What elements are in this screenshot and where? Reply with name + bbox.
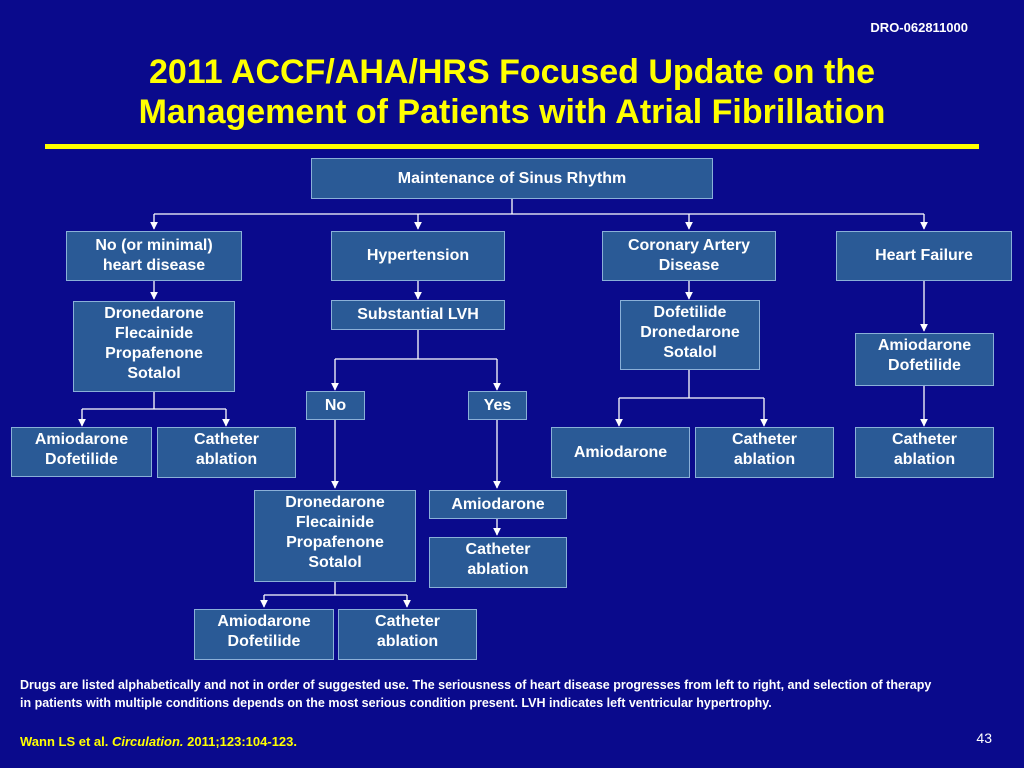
category-heart-failure: Heart Failure <box>836 231 1012 281</box>
drug-name: Dofetilide <box>888 357 961 374</box>
drug-name: Amiodarone <box>877 337 972 354</box>
drug-name: Flecainide <box>114 325 194 342</box>
drug-name: Propafenone <box>286 534 384 551</box>
page-number: 43 <box>976 730 992 746</box>
cad-first-line-drugs: Dofetilide Dronedarone Sotalol <box>620 300 760 370</box>
footnote: Drugs are listed alphabetically and not … <box>20 678 932 710</box>
ablation-line-2: ablation <box>733 451 796 468</box>
category-line-1: No (or minimal) <box>95 237 213 254</box>
drug-name: Dronedarone <box>640 324 740 341</box>
citation-ref: 2011;123:104-123. <box>187 734 297 749</box>
drug-name: Amiodarone <box>573 443 668 461</box>
root-box: Maintenance of Sinus Rhythm <box>311 158 713 199</box>
yes-label: Yes <box>483 396 512 414</box>
ablation-line-2: ablation <box>195 451 258 468</box>
title-underline <box>45 144 979 149</box>
category-no-heart-disease: No (or minimal) heart disease <box>66 231 242 281</box>
drug-name: Sotalol <box>663 344 717 361</box>
title-line-2: Management of Patients with Atrial Fibri… <box>138 93 886 131</box>
no-label: No <box>324 396 347 414</box>
cad-option-drug: Amiodarone <box>551 427 690 478</box>
drug-name: Amiodarone <box>451 495 545 513</box>
nhd-first-line-drugs: Dronedarone Flecainide Propafenone Sotal… <box>73 301 235 392</box>
ablation-line-1: Catheter <box>732 431 797 448</box>
htn-substantial-lvh: Substantial LVH <box>331 300 505 330</box>
drug-name: Sotalol <box>127 365 181 382</box>
nhd-option-drugs: Amiodarone Dofetilide <box>11 427 152 477</box>
drug-name: Dofetilide <box>227 633 301 650</box>
title-line-1: 2011 ACCF/AHA/HRS Focused Update on the <box>148 53 876 91</box>
htn-lvh-no: No <box>306 391 365 420</box>
ablation-line-1: Catheter <box>194 431 259 448</box>
ablation-line-1: Catheter <box>465 541 531 558</box>
citation-journal: Circulation. <box>111 734 184 749</box>
hf-ablation: Catheter ablation <box>855 427 994 478</box>
citation-authors: Wann LS et al. <box>20 734 109 749</box>
drug-name: Dronedarone <box>104 305 204 322</box>
ablation-line-2: ablation <box>893 451 956 468</box>
drug-name: Dofetilide <box>653 304 727 321</box>
drug-name: Amiodarone <box>217 613 311 630</box>
category-label: Heart Failure <box>875 247 973 264</box>
cad-option-ablation: Catheter ablation <box>695 427 834 478</box>
ablation-line-2: ablation <box>376 633 439 650</box>
drug-name: Dofetilide <box>45 451 118 468</box>
ablation-line-1: Catheter <box>375 613 440 630</box>
htn-no-option-drugs: Amiodarone Dofetilide <box>194 609 334 660</box>
category-line-2: heart disease <box>102 257 206 274</box>
slide-title: 2011 ACCF/AHA/HRS Focused Update on the … <box>40 52 984 132</box>
htn-yes-ablation: Catheter ablation <box>429 537 567 588</box>
htn-no-option-ablation: Catheter ablation <box>338 609 477 660</box>
nhd-option-ablation: Catheter ablation <box>157 427 296 478</box>
root-label: Maintenance of Sinus Rhythm <box>397 169 627 187</box>
category-line-2: Disease <box>658 257 720 274</box>
citation: Wann LS et al. Circulation. 2011;123:104… <box>20 734 297 749</box>
slide-code: DRO-062811000 <box>870 20 968 35</box>
htn-lvh-yes: Yes <box>468 391 527 420</box>
drug-name: Flecainide <box>295 514 375 531</box>
htn-no-first-line-drugs: Dronedarone Flecainide Propafenone Sotal… <box>254 490 416 582</box>
lvh-label: Substantial LVH <box>357 306 479 323</box>
category-hypertension: Hypertension <box>331 231 505 281</box>
category-line-1: Coronary Artery <box>627 237 751 254</box>
hf-first-line-drugs: Amiodarone Dofetilide <box>855 333 994 386</box>
drug-name: Amiodarone <box>34 431 129 448</box>
drug-name: Propafenone <box>105 345 203 362</box>
category-label: Hypertension <box>366 247 470 264</box>
category-coronary-artery-disease: Coronary Artery Disease <box>602 231 776 281</box>
drug-name: Sotalol <box>308 554 362 571</box>
ablation-line-1: Catheter <box>892 431 957 448</box>
drug-name: Dronedarone <box>285 494 385 511</box>
ablation-line-2: ablation <box>467 561 529 578</box>
htn-yes-drug: Amiodarone <box>429 490 567 519</box>
